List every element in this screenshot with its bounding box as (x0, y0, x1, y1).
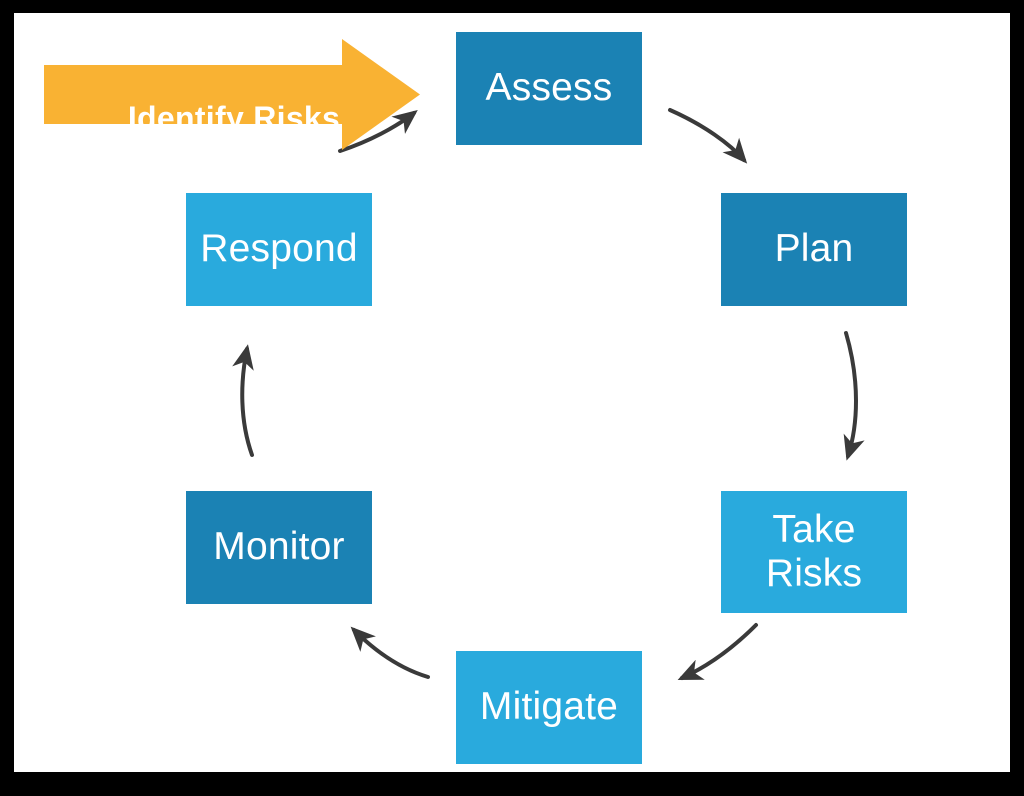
node-mitigate[interactable]: Mitigate (456, 651, 642, 764)
diagram-canvas: Identify Risks Assess Plan Take Risks Mi… (14, 13, 1010, 772)
identify-risks-arrow-shape (44, 39, 420, 150)
node-respond-label: Respond (200, 227, 358, 271)
node-assess[interactable]: Assess (456, 32, 642, 145)
node-assess-label: Assess (485, 66, 613, 110)
node-plan-label: Plan (774, 227, 854, 271)
connector-monitor-to-respond (232, 344, 254, 457)
connector-mitigate-to-monitor (350, 626, 430, 679)
node-respond[interactable]: Respond (186, 193, 372, 306)
connector-take-to-mitigate (677, 623, 758, 680)
node-monitor-label: Monitor (213, 525, 345, 569)
node-take-risks[interactable]: Take Risks (721, 491, 907, 613)
node-mitigate-label: Mitigate (479, 685, 619, 729)
node-take-risks-label: Take Risks (765, 507, 863, 595)
connector-plan-to-take (843, 331, 865, 461)
connector-assess-to-plan (668, 108, 748, 164)
node-monitor[interactable]: Monitor (186, 491, 372, 604)
identify-risks-banner[interactable]: Identify Risks (42, 37, 422, 152)
node-plan[interactable]: Plan (721, 193, 907, 306)
